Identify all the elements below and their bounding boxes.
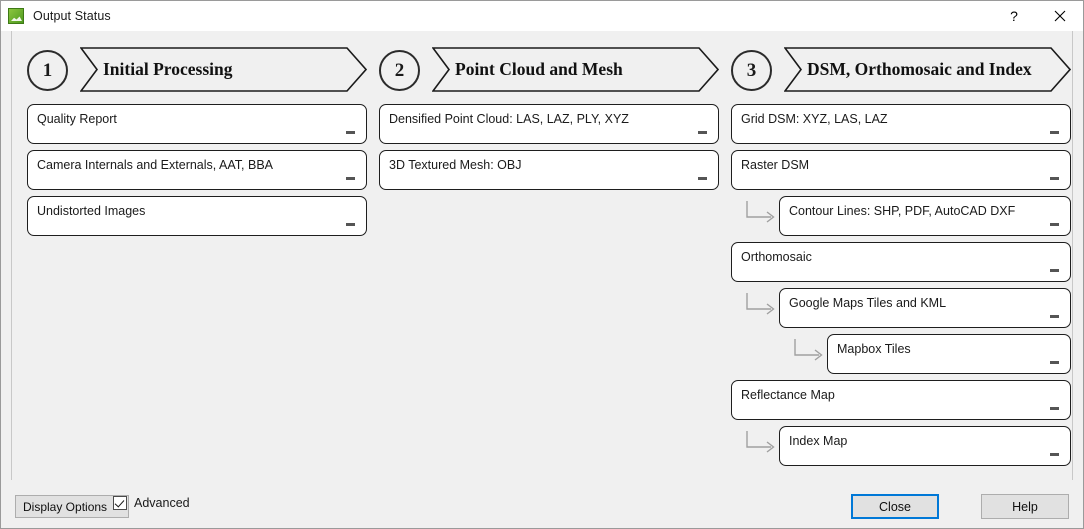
output-item-list: Quality Report Camera Internals and Exte… — [27, 104, 367, 236]
status-indicator — [1050, 453, 1059, 456]
app-icon — [8, 8, 24, 24]
output-item-label: Orthomosaic — [741, 249, 812, 264]
output-row: Quality Report — [27, 104, 367, 144]
output-item[interactable]: Camera Internals and Externals, AAT, BBA — [27, 150, 367, 190]
step-title: Initial Processing — [103, 59, 233, 79]
output-item[interactable]: Google Maps Tiles and KML — [779, 288, 1071, 328]
close-button[interactable]: Close — [851, 494, 939, 519]
panel-divider-right — [1072, 31, 1073, 480]
output-item[interactable]: Raster DSM — [731, 150, 1071, 190]
output-item[interactable]: Densified Point Cloud: LAS, LAZ, PLY, XY… — [379, 104, 719, 144]
output-row: 3D Textured Mesh: OBJ — [379, 150, 719, 190]
advanced-checkbox[interactable]: Advanced — [113, 496, 190, 510]
advanced-label: Advanced — [134, 496, 190, 510]
status-indicator — [1050, 223, 1059, 226]
step-number-badge: 2 — [379, 50, 420, 91]
output-row: Grid DSM: XYZ, LAS, LAZ — [731, 104, 1071, 144]
step-title: DSM, Orthomosaic and Index — [807, 59, 1032, 79]
output-item[interactable]: Contour Lines: SHP, PDF, AutoCAD DXF — [779, 196, 1071, 236]
step-header-2: 2 Point Cloud and Mesh — [379, 47, 719, 95]
title-bar: Output Status ? — [1, 1, 1083, 31]
status-indicator — [1050, 177, 1059, 180]
output-item[interactable]: Undistorted Images — [27, 196, 367, 236]
output-row: Densified Point Cloud: LAS, LAZ, PLY, XY… — [379, 104, 719, 144]
status-indicator — [346, 177, 355, 180]
step-banner: DSM, Orthomosaic and Index — [784, 47, 1071, 92]
output-item-label: Contour Lines: SHP, PDF, AutoCAD DXF — [789, 203, 1016, 218]
step-header-3: 3 DSM, Orthomosaic and Index — [731, 47, 1071, 95]
step-column-3: 3 DSM, Orthomosaic and Index Grid DSM: X… — [731, 31, 1071, 472]
connector-elbow-icon — [745, 292, 779, 318]
checkbox-icon[interactable] — [113, 496, 127, 510]
output-item-label: Camera Internals and Externals, AAT, BBA — [37, 157, 273, 172]
output-row: Raster DSM — [731, 150, 1071, 190]
window-controls: ? — [991, 1, 1083, 31]
panel-divider-left — [11, 31, 12, 480]
step-title: Point Cloud and Mesh — [455, 59, 623, 79]
step-number-badge: 1 — [27, 50, 68, 91]
connector-elbow-icon — [745, 430, 779, 456]
window-title: Output Status — [33, 9, 111, 23]
status-indicator — [698, 131, 707, 134]
display-options-label: Display Options — [23, 499, 108, 514]
output-item-label: 3D Textured Mesh: OBJ — [389, 157, 522, 172]
status-indicator — [1050, 407, 1059, 410]
output-item[interactable]: Mapbox Tiles — [827, 334, 1071, 374]
output-item-list: Grid DSM: XYZ, LAS, LAZ Raster DSM Conto… — [731, 104, 1071, 466]
status-indicator — [1050, 315, 1059, 318]
output-item-label: Reflectance Map — [741, 387, 835, 402]
step-banner: Point Cloud and Mesh — [432, 47, 719, 92]
output-item[interactable]: Reflectance Map — [731, 380, 1071, 420]
output-item[interactable]: Index Map — [779, 426, 1071, 466]
status-indicator — [698, 177, 707, 180]
output-item[interactable]: Quality Report — [27, 104, 367, 144]
output-item-label: Quality Report — [37, 111, 117, 126]
dialog-footer: Display Options Advanced Close Help — [1, 480, 1083, 528]
output-item-label: Raster DSM — [741, 157, 810, 172]
output-row: Undistorted Images — [27, 196, 367, 236]
display-options-button[interactable]: Display Options — [15, 495, 130, 518]
output-row: Reflectance Map — [731, 380, 1071, 420]
output-item-label: Grid DSM: XYZ, LAS, LAZ — [741, 111, 888, 126]
output-item-label: Undistorted Images — [37, 203, 146, 218]
close-icon[interactable] — [1037, 1, 1083, 31]
output-row: Orthomosaic — [731, 242, 1071, 282]
output-item[interactable]: Grid DSM: XYZ, LAS, LAZ — [731, 104, 1071, 144]
status-indicator — [1050, 269, 1059, 272]
step-number-badge: 3 — [731, 50, 772, 91]
connector-elbow-icon — [793, 338, 827, 364]
status-indicator — [1050, 131, 1059, 134]
output-row: Index Map — [731, 426, 1071, 466]
step-column-2: 2 Point Cloud and Mesh Densified Point C… — [379, 31, 719, 196]
output-item[interactable]: 3D Textured Mesh: OBJ — [379, 150, 719, 190]
step-header-1: 1 Initial Processing — [27, 47, 367, 95]
step-column-1: 1 Initial Processing Quality Report Came… — [27, 31, 367, 242]
status-indicator — [346, 131, 355, 134]
connector-elbow-icon — [745, 200, 779, 226]
status-indicator — [1050, 361, 1059, 364]
status-indicator — [346, 223, 355, 226]
output-item[interactable]: Orthomosaic — [731, 242, 1071, 282]
help-icon[interactable]: ? — [1010, 8, 1018, 24]
output-item-list: Densified Point Cloud: LAS, LAZ, PLY, XY… — [379, 104, 719, 190]
step-banner: Initial Processing — [80, 47, 367, 92]
output-row: Camera Internals and Externals, AAT, BBA — [27, 150, 367, 190]
output-item-label: Index Map — [789, 433, 848, 448]
output-item-label: Mapbox Tiles — [837, 341, 911, 356]
help-button[interactable]: Help — [981, 494, 1069, 519]
output-row: Google Maps Tiles and KML — [731, 288, 1071, 328]
output-row: Mapbox Tiles — [731, 334, 1071, 374]
output-row: Contour Lines: SHP, PDF, AutoCAD DXF — [731, 196, 1071, 236]
output-item-label: Google Maps Tiles and KML — [789, 295, 947, 310]
output-item-label: Densified Point Cloud: LAS, LAZ, PLY, XY… — [389, 111, 629, 126]
content-panel: 1 Initial Processing Quality Report Came… — [1, 31, 1083, 480]
